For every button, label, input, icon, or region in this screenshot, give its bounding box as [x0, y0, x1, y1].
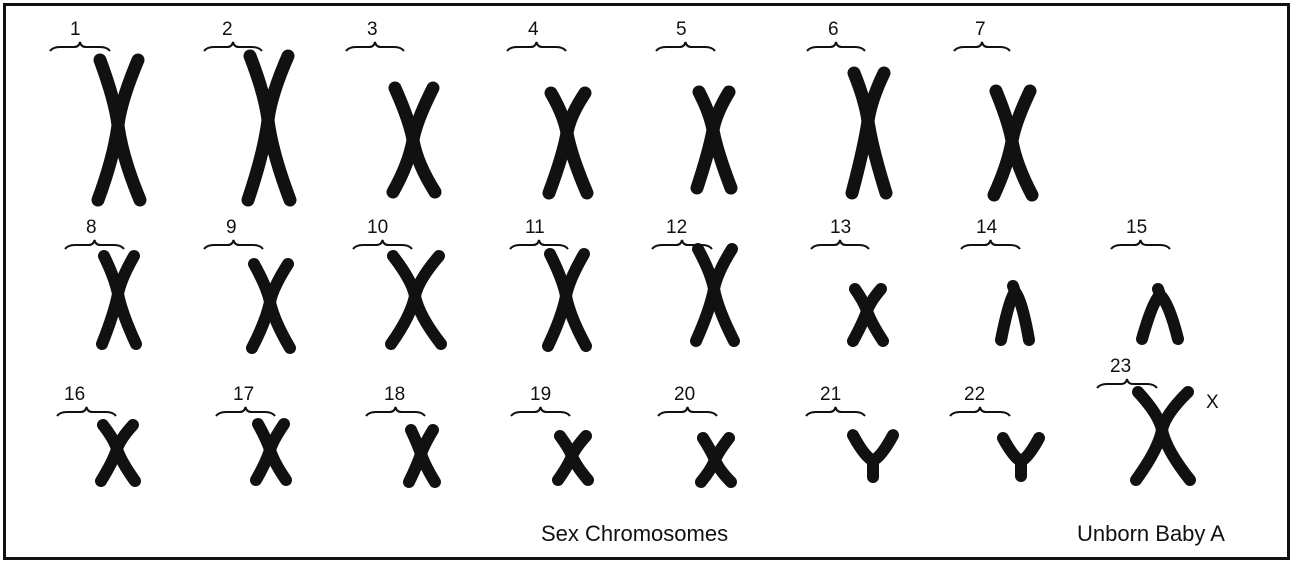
- chromosome-23: [1136, 392, 1190, 480]
- chromosome-brace: [950, 407, 1010, 416]
- caption-sex-chromosomes: Sex Chromosomes: [541, 521, 728, 546]
- chromosome-21: [853, 435, 893, 477]
- chromosome-12: [696, 249, 734, 341]
- chromosome-13: [853, 289, 883, 341]
- chromosome-brace: [65, 240, 124, 249]
- chromosome-18: [409, 430, 435, 482]
- chromosome-number-20: 20: [674, 384, 695, 405]
- chromosome-number-19: 19: [530, 384, 551, 405]
- chromosome-number-13: 13: [830, 217, 851, 238]
- chromosome-brace: [954, 42, 1010, 51]
- chromosome-number-7: 7: [975, 19, 986, 40]
- chromosome-number-5: 5: [676, 19, 687, 40]
- chromosome-brace: [1097, 379, 1157, 388]
- chromosome-19: [558, 436, 588, 480]
- chromosome-brace: [204, 240, 263, 249]
- chromosome-brace: [511, 407, 570, 416]
- chromosome-brace: [353, 240, 412, 249]
- chromosome-number-8: 8: [86, 217, 97, 238]
- chromosome-number-16: 16: [64, 384, 85, 405]
- chromosome-brace: [366, 407, 425, 416]
- chromosome-number-11: 11: [525, 217, 545, 238]
- chromosome-number-4: 4: [528, 19, 539, 40]
- caption-subject: Unborn Baby A: [1077, 521, 1225, 546]
- chromosome-number-6: 6: [828, 19, 839, 40]
- chromosome-mark-X: X: [1206, 392, 1219, 413]
- chromosome-number-23: 23: [1110, 356, 1131, 377]
- chromosome-10: [391, 256, 441, 344]
- chromosome-20: [701, 438, 731, 482]
- chromosome-number-3: 3: [367, 19, 378, 40]
- chromosome-brace: [57, 407, 116, 416]
- chromosome-2: [248, 56, 290, 200]
- chromosome-number-2: 2: [222, 19, 233, 40]
- chromosome-number-21: 21: [820, 384, 841, 405]
- chromosome-5: [697, 92, 731, 188]
- chromosome-brace: [807, 42, 865, 51]
- chromosome-14: [1001, 286, 1029, 340]
- chromosome-number-15: 15: [1126, 217, 1147, 238]
- chromosome-brace: [656, 42, 715, 51]
- chromosome-4: [549, 93, 587, 193]
- chromosome-number-1: 1: [70, 19, 81, 40]
- chromosome-brace: [658, 407, 717, 416]
- chromosome-number-9: 9: [226, 217, 237, 238]
- chromosome-brace: [811, 240, 869, 249]
- chromosome-brace: [510, 240, 568, 249]
- chromosome-number-14: 14: [976, 217, 998, 238]
- chromosome-number-22: 22: [964, 384, 985, 405]
- chromosome-brace: [346, 42, 404, 51]
- chromosome-brace: [806, 407, 865, 416]
- chromosome-17: [256, 424, 286, 480]
- chromosome-6: [852, 73, 886, 193]
- chromosome-brace: [961, 240, 1020, 249]
- chromosome-number-10: 10: [367, 217, 388, 238]
- chromosome-brace: [1111, 240, 1170, 249]
- chromosome-number-18: 18: [384, 384, 405, 405]
- chromosome-16: [101, 425, 135, 481]
- chromosome-brace: [50, 42, 110, 51]
- chromosome-3: [393, 88, 435, 192]
- chromosome-1: [98, 60, 140, 200]
- chromosome-11: [548, 254, 586, 346]
- chromosome-7: [994, 91, 1032, 195]
- chromosome-brace: [507, 42, 566, 51]
- chromosome-8: [102, 256, 136, 344]
- chromosome-number-12: 12: [666, 217, 687, 238]
- chromosome-number-17: 17: [233, 384, 254, 405]
- chromosome-brace: [216, 407, 275, 416]
- chromosome-9: [252, 264, 290, 348]
- chromosome-brace: [204, 42, 262, 51]
- chromosome-22: [1003, 438, 1039, 476]
- chromosome-15: [1142, 289, 1178, 339]
